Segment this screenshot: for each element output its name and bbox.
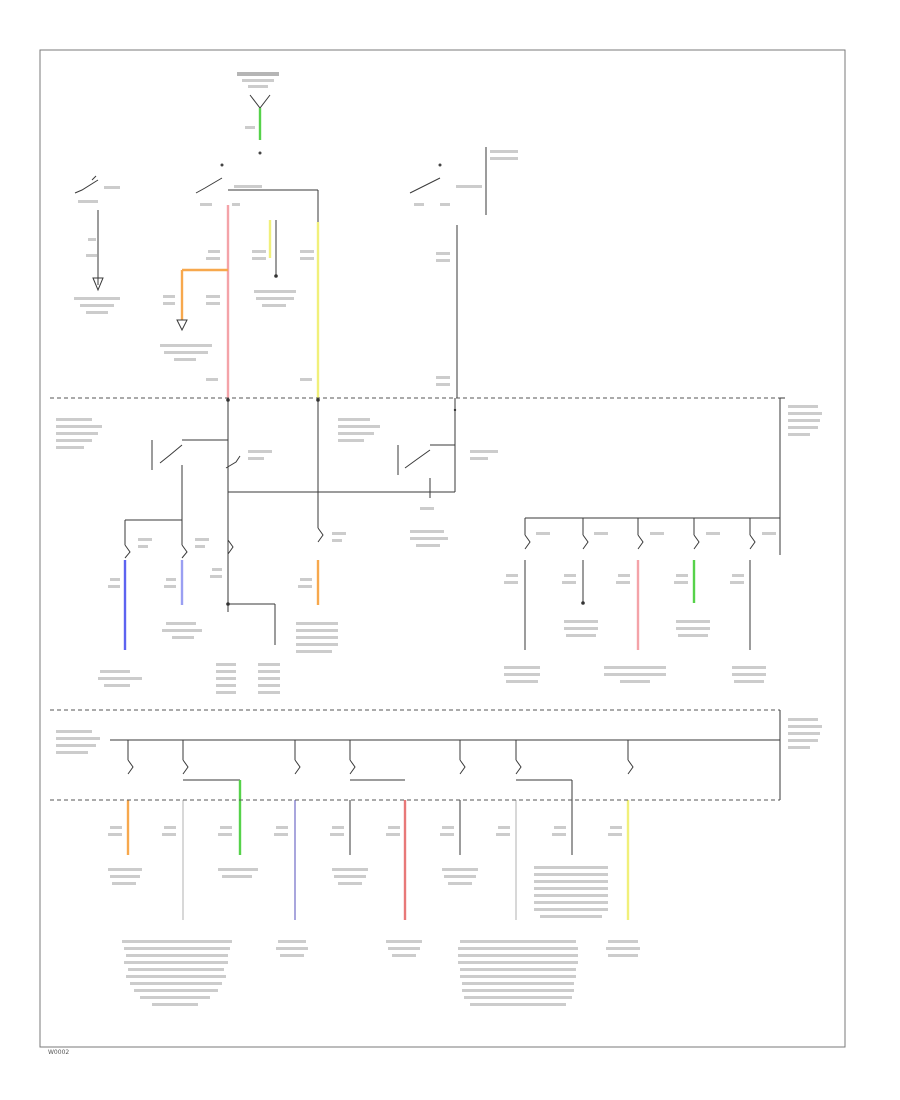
battery-connector <box>237 72 279 155</box>
switch-left <box>74 175 120 314</box>
fuse-bank-right <box>504 518 776 683</box>
accessory-switch <box>409 147 518 398</box>
ignition-switch <box>160 163 320 400</box>
diagram-frame <box>39 49 846 1048</box>
top-section <box>74 72 518 400</box>
middle-section <box>56 398 780 694</box>
fuse-bank-bottom <box>108 740 640 1006</box>
footer-code: W0002 <box>48 1049 69 1056</box>
bottom-section <box>56 730 780 1006</box>
